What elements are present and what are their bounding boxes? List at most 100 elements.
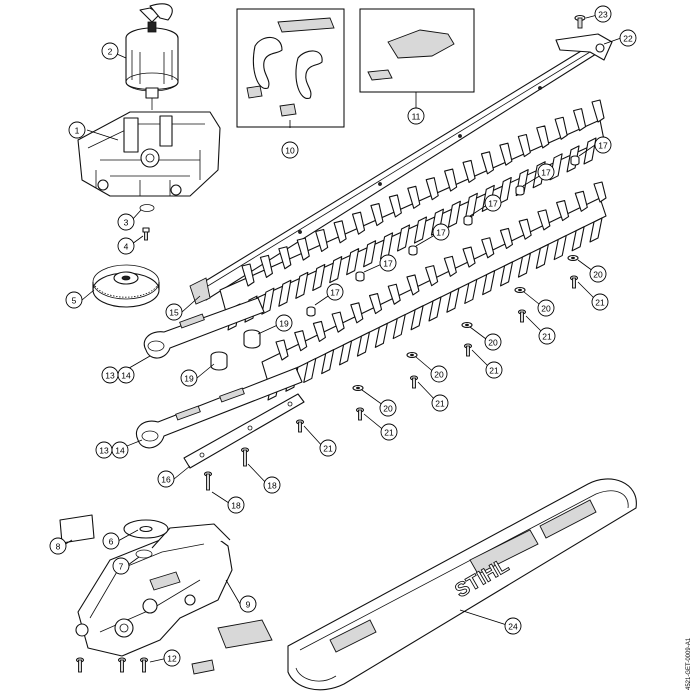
callout-number: 18 bbox=[267, 481, 277, 491]
spacer-part-19a bbox=[243, 329, 261, 349]
callout-8: 8 bbox=[49, 537, 67, 555]
screw-part-18a bbox=[203, 471, 213, 491]
blade-tooth bbox=[346, 248, 360, 276]
blade-tooth bbox=[574, 190, 588, 212]
blade-tooth bbox=[481, 237, 495, 259]
callout-19: 19 bbox=[275, 314, 293, 332]
callout-circle bbox=[163, 649, 181, 667]
blade-tooth bbox=[370, 203, 384, 227]
callout-number: 1 bbox=[75, 126, 80, 136]
screw-part-21 bbox=[409, 375, 419, 389]
blade-tooth bbox=[499, 142, 513, 166]
callout-circle bbox=[239, 595, 257, 613]
callout-number: 20 bbox=[383, 404, 393, 414]
blade-tooth bbox=[537, 209, 551, 231]
callout-circle bbox=[619, 29, 637, 47]
callout-circle bbox=[484, 194, 502, 212]
blade-tooth bbox=[535, 243, 549, 269]
callout-17: 17 bbox=[484, 194, 502, 212]
blade-tooth bbox=[406, 274, 420, 296]
sleeve-part-17 bbox=[570, 155, 580, 166]
callout-circle bbox=[594, 5, 612, 23]
callout-number: 19 bbox=[279, 319, 289, 329]
washer-part-20 bbox=[406, 351, 418, 359]
washer-part-20 bbox=[514, 286, 526, 294]
gear-housing-part bbox=[77, 111, 221, 197]
callout-number: 17 bbox=[488, 199, 498, 209]
callout-21: 21 bbox=[591, 293, 609, 311]
blade-tooth bbox=[312, 320, 326, 342]
callout-number: 21 bbox=[435, 399, 445, 409]
blade-tooth bbox=[368, 292, 383, 315]
callout-circle bbox=[102, 532, 120, 550]
callout-circle bbox=[538, 327, 556, 345]
callout-number: 22 bbox=[623, 34, 633, 44]
callout-20: 20 bbox=[589, 265, 607, 283]
blade-tooth bbox=[294, 330, 308, 352]
blade-tooth bbox=[241, 263, 255, 287]
sleeve-part-17 bbox=[408, 245, 418, 256]
callout-circle bbox=[227, 496, 245, 514]
blade-tooth bbox=[425, 177, 439, 201]
blade-tooth bbox=[261, 287, 275, 315]
blade-tooth bbox=[464, 278, 478, 304]
callout-23: 23 bbox=[594, 5, 612, 23]
callout-circle bbox=[537, 163, 555, 181]
callout-number: 17 bbox=[436, 228, 446, 238]
blade-tooth bbox=[553, 235, 567, 261]
callout-circle bbox=[407, 107, 425, 125]
blade-tooth bbox=[278, 246, 292, 270]
callout-number: 5 bbox=[72, 296, 77, 306]
callout-number: 16 bbox=[161, 475, 171, 485]
callout-number: 15 bbox=[169, 308, 179, 318]
screw-part-21 bbox=[463, 343, 473, 357]
screw-part-12a bbox=[75, 657, 85, 673]
callout-10: 10 bbox=[281, 141, 299, 159]
clamping-plate-part bbox=[183, 393, 305, 469]
callout-circle bbox=[504, 617, 522, 635]
callout-number: 17 bbox=[330, 288, 340, 298]
callout-number: 3 bbox=[124, 218, 129, 228]
callout-circle bbox=[591, 293, 609, 311]
gasket-part bbox=[191, 619, 273, 675]
callout-6: 6 bbox=[102, 532, 120, 550]
callout-circle bbox=[263, 476, 281, 494]
sleeve-part-17 bbox=[463, 215, 473, 226]
callout-12: 12 bbox=[163, 649, 181, 667]
callout-18: 18 bbox=[263, 476, 281, 494]
blade-tooth bbox=[295, 271, 309, 299]
callout-number: 17 bbox=[541, 168, 551, 178]
callout-20: 20 bbox=[537, 299, 555, 317]
callout-17: 17 bbox=[326, 283, 344, 301]
callout-2: 2 bbox=[101, 42, 119, 60]
callout-18: 18 bbox=[227, 496, 245, 514]
blade-tooth bbox=[462, 159, 476, 183]
leader-line bbox=[603, 37, 622, 45]
callout-17: 17 bbox=[594, 136, 612, 154]
callout-number: 17 bbox=[383, 259, 393, 269]
screw-part-12c bbox=[139, 657, 149, 673]
blade-tooth bbox=[387, 283, 401, 305]
callout-number: 4 bbox=[124, 242, 129, 252]
callout-13: 13 bbox=[101, 366, 119, 384]
blade-tooth bbox=[374, 322, 388, 348]
blade-tooth bbox=[589, 217, 603, 243]
blade-tooth bbox=[296, 237, 310, 261]
blade-tooth bbox=[517, 252, 531, 278]
callout-circle bbox=[319, 439, 337, 457]
blade-tooth bbox=[447, 200, 461, 228]
callout-circle bbox=[589, 265, 607, 283]
callout-circle bbox=[484, 333, 502, 351]
callout-21: 21 bbox=[485, 361, 503, 379]
blade-tooth bbox=[407, 185, 421, 209]
upper-cutter-blade-part bbox=[219, 99, 605, 331]
callout-16: 16 bbox=[157, 470, 175, 488]
blade-tooth bbox=[425, 265, 439, 287]
blade-tooth bbox=[443, 255, 457, 277]
callout-21: 21 bbox=[319, 439, 337, 457]
blade-tooth bbox=[500, 261, 514, 287]
callout-number: 21 bbox=[595, 298, 605, 308]
callout-20: 20 bbox=[430, 365, 448, 383]
